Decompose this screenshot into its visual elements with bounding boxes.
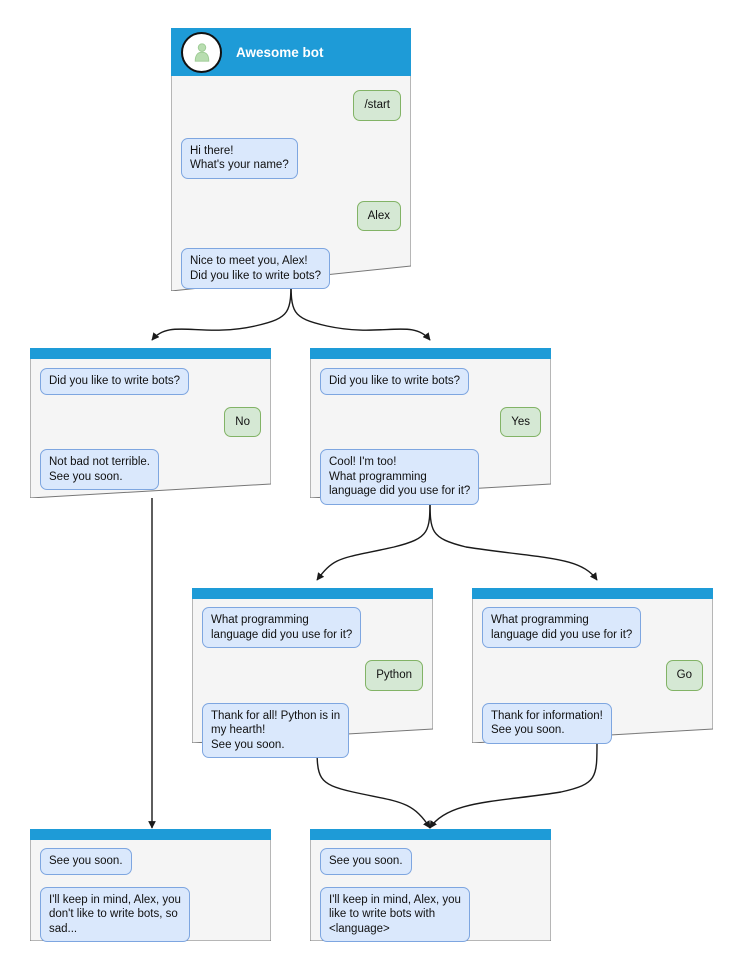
card-yes-branch-body: Did you like to write bots? Yes Cool! I'… — [310, 348, 551, 505]
bot-message-bubble: Not bad not terrible. See you soon. — [40, 449, 160, 490]
user-message-bubble: Alex — [356, 200, 401, 231]
card-yes-branch-header — [310, 348, 551, 359]
card-python-branch[interactable]: What programming language did you use fo… — [192, 588, 433, 758]
edge-yes-to-go — [429, 496, 598, 581]
bot-message-bubble: I'll keep in mind, Alex, you like to wri… — [320, 886, 470, 942]
card-yes-branch-chat: Did you like to write bots? Yes Cool! I'… — [310, 360, 551, 505]
card-end-no-header — [30, 829, 271, 840]
card-go-branch-header — [472, 588, 713, 599]
user-message-bubble: /start — [353, 90, 401, 121]
bot-message-bubble: See you soon. — [40, 848, 132, 875]
message-row: What programming language did you use fo… — [482, 607, 703, 648]
bot-message-bubble: Did you like to write bots? — [40, 368, 190, 395]
message-row: Cool! I'm too! What programming language… — [320, 449, 541, 505]
message-row: I'll keep in mind, Alex, you like to wri… — [320, 886, 541, 942]
bot-title: Awesome bot — [236, 44, 324, 60]
message-row: Thank for all! Python is in my hearth! S… — [202, 702, 423, 758]
card-python-branch-header — [192, 588, 433, 599]
card-go-branch-chat: What programming language did you use fo… — [472, 599, 713, 744]
card-yes-branch[interactable]: Did you like to write bots? Yes Cool! I'… — [310, 348, 551, 505]
message-row: Go — [482, 660, 703, 691]
card-end-yes-header — [310, 829, 551, 840]
message-row: Hi there! What's your name? — [181, 137, 401, 179]
card-root-header: Awesome bot — [171, 28, 411, 76]
message-row: No — [40, 406, 261, 437]
card-end-no-chat: See you soon. I'll keep in mind, Alex, y… — [30, 840, 271, 942]
edge-go-to-end-yes — [429, 741, 598, 829]
card-go-branch-body: What programming language did you use fo… — [472, 588, 713, 744]
bot-message-bubble: Did you like to write bots? — [320, 368, 470, 395]
message-row: Not bad not terrible. See you soon. — [40, 449, 261, 490]
bot-message-bubble: Thank for all! Python is in my hearth! S… — [202, 702, 350, 758]
bot-message-bubble: What programming language did you use fo… — [202, 607, 362, 648]
message-row: I'll keep in mind, Alex, you don't like … — [40, 886, 261, 942]
card-end-yes-body: See you soon. I'll keep in mind, Alex, y… — [310, 829, 551, 942]
message-row: See you soon. — [320, 848, 541, 875]
card-root-chat: /start Hi there! What's your name? Alex … — [171, 82, 411, 289]
bot-message-bubble: See you soon. — [320, 848, 412, 875]
person-avatar-icon — [181, 31, 222, 73]
user-message-bubble: No — [224, 406, 261, 437]
card-end-yes-chat: See you soon. I'll keep in mind, Alex, y… — [310, 840, 551, 942]
message-row: Yes — [320, 406, 541, 437]
message-row: Alex — [181, 200, 401, 231]
bot-message-bubble: Cool! I'm too! What programming language… — [320, 449, 480, 505]
user-message-bubble: Python — [365, 660, 423, 691]
card-end-no-body: See you soon. I'll keep in mind, Alex, y… — [30, 829, 271, 942]
bot-message-bubble: What programming language did you use fo… — [482, 607, 642, 648]
card-no-branch-chat: Did you like to write bots? No Not bad n… — [30, 360, 271, 490]
card-no-branch-header — [30, 348, 271, 359]
message-row: What programming language did you use fo… — [202, 607, 423, 648]
bot-message-bubble: I'll keep in mind, Alex, you don't like … — [40, 886, 190, 942]
bot-message-bubble: Hi there! What's your name? — [181, 137, 298, 179]
message-row: /start — [181, 90, 401, 121]
card-end-no[interactable]: See you soon. I'll keep in mind, Alex, y… — [30, 829, 271, 942]
user-message-bubble: Yes — [500, 406, 541, 437]
message-row: Python — [202, 660, 423, 691]
card-root-body: Awesome bot /start Hi there! What's your… — [171, 28, 411, 291]
bot-message-bubble: Thank for information! See you soon. — [482, 702, 612, 744]
edge-yes-to-python — [316, 496, 431, 581]
card-python-branch-chat: What programming language did you use fo… — [192, 599, 433, 758]
card-end-yes[interactable]: See you soon. I'll keep in mind, Alex, y… — [310, 829, 551, 942]
user-message-bubble: Go — [665, 660, 703, 691]
message-row: Did you like to write bots? — [320, 368, 541, 395]
bot-message-bubble: Nice to meet you, Alex! Did you like to … — [181, 248, 331, 289]
card-go-branch[interactable]: What programming language did you use fo… — [472, 588, 713, 744]
message-row: Nice to meet you, Alex! Did you like to … — [181, 248, 401, 289]
message-row: Did you like to write bots? — [40, 368, 261, 395]
person-glyph-icon — [194, 43, 209, 62]
card-no-branch[interactable]: Did you like to write bots? No Not bad n… — [30, 348, 271, 498]
card-python-branch-body: What programming language did you use fo… — [192, 588, 433, 758]
card-root[interactable]: Awesome bot /start Hi there! What's your… — [171, 28, 411, 291]
message-row: Thank for information! See you soon. — [482, 702, 703, 744]
card-no-branch-body: Did you like to write bots? No Not bad n… — [30, 348, 271, 498]
message-row: See you soon. — [40, 848, 261, 875]
